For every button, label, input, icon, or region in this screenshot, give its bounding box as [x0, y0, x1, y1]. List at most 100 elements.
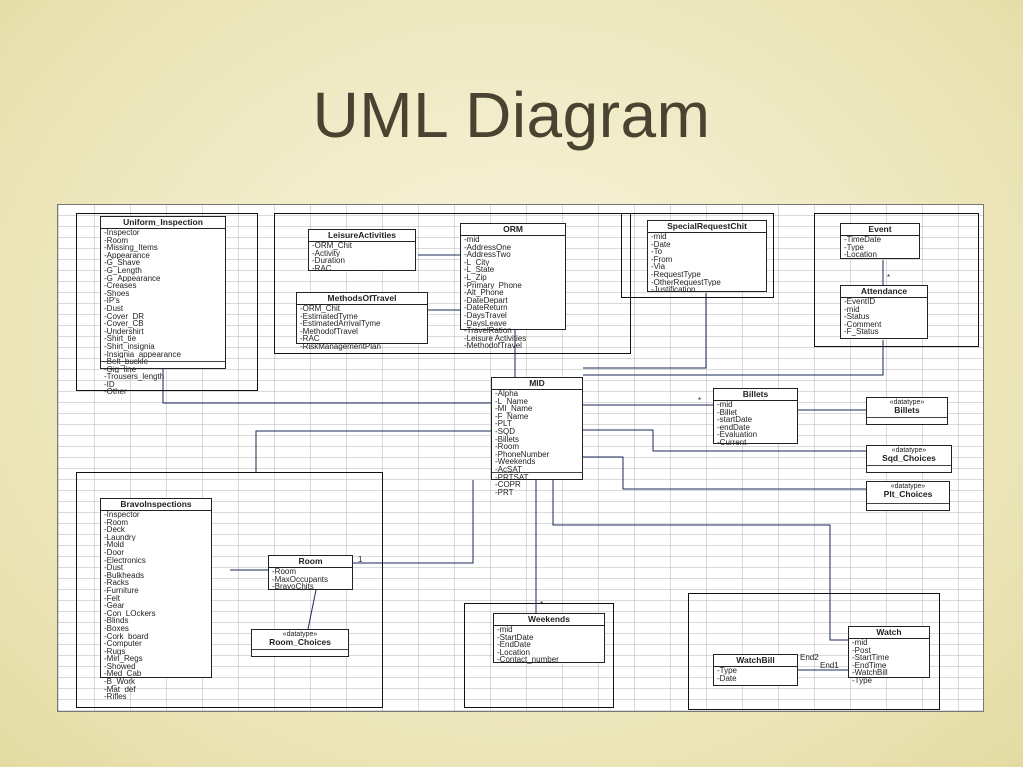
- class-attribute: -AcSAT: [495, 465, 522, 474]
- datatype-sqd-choices[interactable]: «datatype» Sqd_Choices: [866, 445, 952, 473]
- class-attribute: -EstimatedTyme: [300, 312, 358, 321]
- class-bravo-inspections[interactable]: BravoInspections -Inspector-Room-Deck-La…: [100, 498, 212, 701]
- class-methods-of-travel[interactable]: MethodsOfTravel -ORM_Chit-EstimatedTyme-…: [296, 292, 428, 350]
- class-mid[interactable]: MID -Alpha-L_Name-MI_Name-F_Name-PLT-SQD…: [491, 377, 583, 496]
- class-attribute: -mid: [464, 236, 480, 244]
- class-attribute: -PRT: [495, 488, 514, 497]
- class-event[interactable]: Event -TimeDate-Type-Location: [840, 223, 920, 259]
- mult-mid-weekends: *: [540, 600, 544, 609]
- class-attribute: -Type: [717, 667, 738, 675]
- class-attribute: -WatchBill: [852, 669, 888, 677]
- class-attribute: -MI_Name: [495, 405, 533, 413]
- class-room[interactable]: Room -Room-MaxOccupants-BravoChits: [268, 555, 353, 590]
- class-attribute: -AddressOne: [464, 243, 512, 252]
- class-attribute: -ID: [104, 380, 115, 389]
- class-attribute: -Computer: [104, 640, 142, 648]
- class-name: Attendance: [841, 286, 927, 298]
- assoc-mid-plt: [583, 456, 866, 490]
- class-attribute: -Location: [844, 251, 877, 259]
- class-attribute: -RAC: [312, 264, 332, 273]
- assoc-mid-bravo: [255, 430, 491, 473]
- class-attribute: -F_Status: [844, 328, 879, 336]
- class-attendance[interactable]: Attendance -EventID-mid-Status-Comment-F…: [840, 285, 928, 339]
- assoc-special-mid: [583, 293, 707, 369]
- class-leisure-activities[interactable]: LeisureActivities -ORM_Chit-Activity-Dur…: [308, 229, 416, 273]
- attribute-list: -mid-Billet-startDate-endDate-Evaluation…: [714, 401, 797, 447]
- datatype-room-choices[interactable]: «datatype» Room_Choices: [251, 629, 349, 657]
- uml-diagram-canvas: Uniform_Inspection -Inspector-Room-Missi…: [57, 204, 984, 712]
- class-attribute: -F_Name: [495, 412, 529, 421]
- class-attribute: -MethodofTravel: [300, 327, 358, 336]
- class-attribute: -L_Name: [495, 397, 528, 406]
- class-attribute: -RAC: [300, 335, 320, 343]
- class-attribute: -Laundry: [104, 533, 136, 542]
- class-attribute: -G_Appearance: [104, 274, 161, 283]
- association-lines: [162, 254, 884, 671]
- class-attribute: -OtherRequestType: [651, 278, 721, 287]
- class-name: MID: [492, 378, 582, 390]
- class-attribute: -Blinds: [104, 617, 129, 625]
- class-attribute: -Racks: [104, 579, 129, 587]
- class-attribute: -DateDepart: [464, 296, 508, 305]
- class-attribute: -Cover_CB: [104, 320, 144, 328]
- class-attribute: -Justification: [651, 286, 696, 294]
- class-attribute: -L_State: [464, 266, 495, 274]
- class-attribute: -Showed: [104, 662, 136, 671]
- assoc-mid-watch: [552, 480, 848, 641]
- class-attribute: -mid: [717, 401, 733, 409]
- class-watch-bill[interactable]: WatchBill -Type-Date: [713, 654, 798, 686]
- class-attribute: -Alpha: [495, 390, 519, 398]
- class-special-request-chit[interactable]: SpecialRequestChit -mid-Date-To-From-Via…: [647, 220, 767, 294]
- weekends-group: [464, 603, 614, 708]
- assoc-uniform-mid: [162, 368, 491, 404]
- datatype-name: «datatype» Sqd_Choices: [882, 447, 936, 463]
- class-attribute: -Primary_Phone: [464, 281, 522, 290]
- class-attribute: -Rugs: [104, 647, 126, 656]
- class-attribute: -Mirl_Regs: [104, 655, 143, 663]
- class-attribute: -ORM_Chit: [300, 305, 341, 313]
- class-attribute: -Cover_DR: [104, 312, 145, 321]
- datatype-billets[interactable]: «datatype» Billets: [866, 397, 948, 425]
- datatype-name: «datatype» Billets: [889, 399, 925, 415]
- class-attribute: -Insignia_appearance: [104, 350, 181, 359]
- class-attribute: -Room: [104, 236, 129, 245]
- class-attribute: -Gear: [104, 602, 125, 610]
- class-attribute: -Med_Cab: [104, 670, 142, 679]
- mult-attendance: *: [887, 273, 891, 282]
- class-attribute: -Trousers_length: [104, 373, 165, 381]
- assoc-mid-sqd: [583, 429, 866, 452]
- attribute-list: -Inspector-Room-Deck-Laundry-Mold-Door-E…: [101, 511, 211, 701]
- class-attribute: -Shoes: [104, 289, 130, 298]
- class-billets[interactable]: Billets -mid-Billet-startDate-endDate-Ev…: [713, 388, 798, 447]
- class-orm[interactable]: ORM -mid-AddressOne-AddressTwo-L_City-L_…: [460, 223, 566, 350]
- class-weekends[interactable]: Weekends -mid-StartDate-EndDate-Location…: [493, 613, 605, 664]
- class-attribute: -Location: [497, 648, 530, 657]
- class-attribute: -Leisure Activities: [464, 334, 527, 343]
- class-attribute: -Inspector: [104, 229, 140, 237]
- class-attribute: -Via: [651, 263, 666, 271]
- role-end2: End2: [800, 653, 819, 662]
- slide-title: UML Diagram: [312, 79, 711, 151]
- class-attribute: -endDate: [717, 423, 750, 432]
- class-attribute: -L_City: [464, 258, 490, 267]
- class-attribute: -G_Length: [104, 266, 142, 275]
- class-name: LeisureActivities: [309, 230, 415, 242]
- class-watch[interactable]: Watch -mid-Post-StartTime-EndTime-WatchB…: [848, 626, 930, 684]
- class-attribute: -Creases: [104, 282, 137, 290]
- class-attribute: -Other: [104, 388, 127, 397]
- class-attribute: -Electronics: [104, 556, 146, 565]
- special-request-group: [621, 213, 774, 298]
- class-uniform-inspection[interactable]: Uniform_Inspection -Inspector-Room-Missi…: [100, 216, 226, 396]
- class-attribute: -Type: [844, 243, 865, 252]
- assoc-room-choices: [307, 589, 317, 630]
- attribute-list: -mid-Date-To-From-Via-RequestType-OtherR…: [648, 233, 766, 294]
- attribute-list: -Type-Date: [714, 667, 797, 682]
- datatype-plt-choices[interactable]: «datatype» Plt_Choices: [866, 481, 950, 511]
- class-attribute: -Type: [852, 676, 873, 685]
- class-attribute: -Dust: [104, 564, 124, 572]
- class-attribute: -TimeDate: [844, 236, 882, 244]
- attribute-list: -ORM_Chit-EstimatedTyme-EstimatedArrival…: [297, 305, 427, 351]
- class-attribute: -Door: [104, 548, 125, 557]
- class-attribute: -Cork_board: [104, 632, 149, 641]
- class-attribute: -AddressTwo: [464, 251, 511, 259]
